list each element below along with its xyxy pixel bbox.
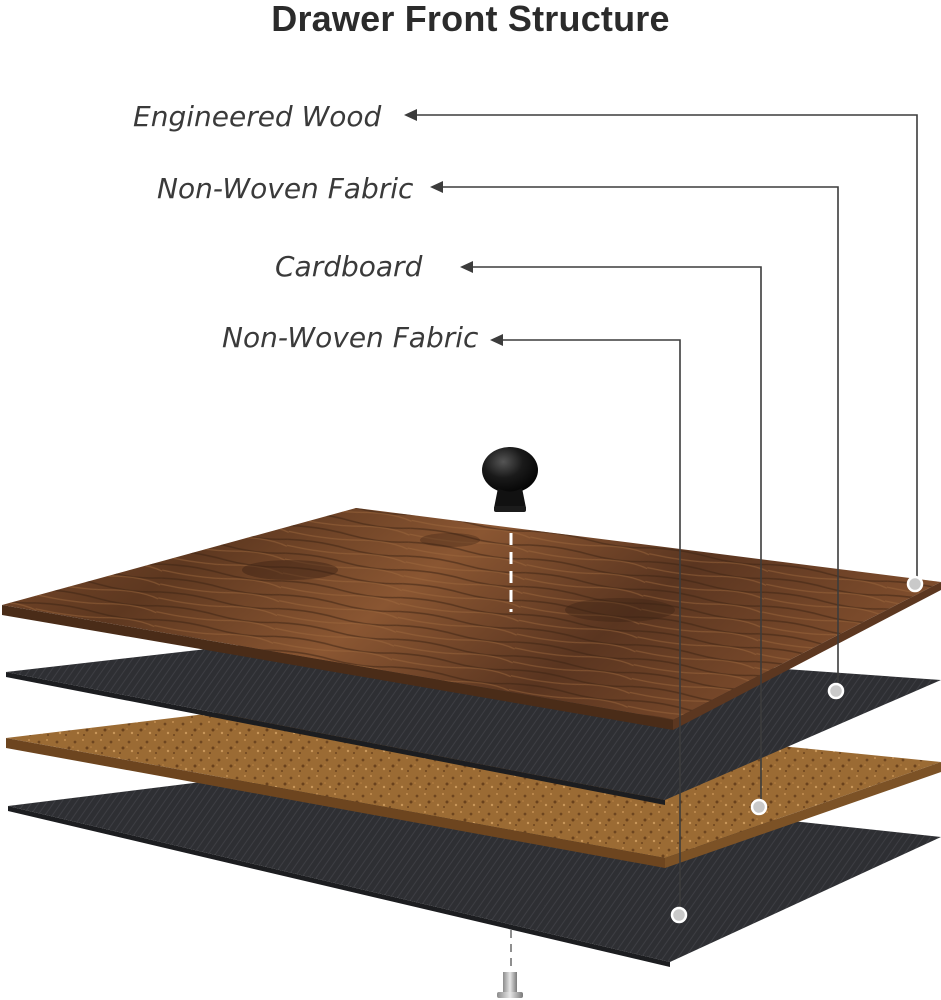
marker-non-woven-fabric-top [827, 682, 845, 700]
knob-icon [482, 447, 538, 512]
leader-line-cardboard [470, 266, 762, 805]
label-cardboard: Cardboard [275, 250, 423, 283]
arrow-icon [490, 334, 503, 346]
marker-non-woven-fabric-bottom [670, 906, 688, 924]
leader-line-non-woven-fabric-bottom [500, 339, 681, 912]
arrow-icon [430, 181, 443, 193]
marker-cardboard [750, 798, 768, 816]
screw-icon [497, 972, 523, 998]
arrow-icon [460, 261, 473, 273]
leader-line-engineered-wood [414, 114, 918, 580]
label-non-woven-fabric-top: Non-Woven Fabric [157, 172, 414, 205]
arrowheads [404, 109, 503, 346]
markers [670, 575, 924, 924]
arrow-icon [404, 109, 417, 121]
leader-lines [414, 114, 918, 912]
page-title: Drawer Front Structure [271, 0, 670, 39]
leader-line-non-woven-fabric-top [440, 186, 839, 688]
label-non-woven-fabric-bottom: Non-Woven Fabric [222, 321, 479, 354]
label-engineered-wood: Engineered Wood [133, 100, 382, 133]
marker-engineered-wood [906, 575, 924, 593]
layer-engineered-wood [2, 508, 941, 730]
